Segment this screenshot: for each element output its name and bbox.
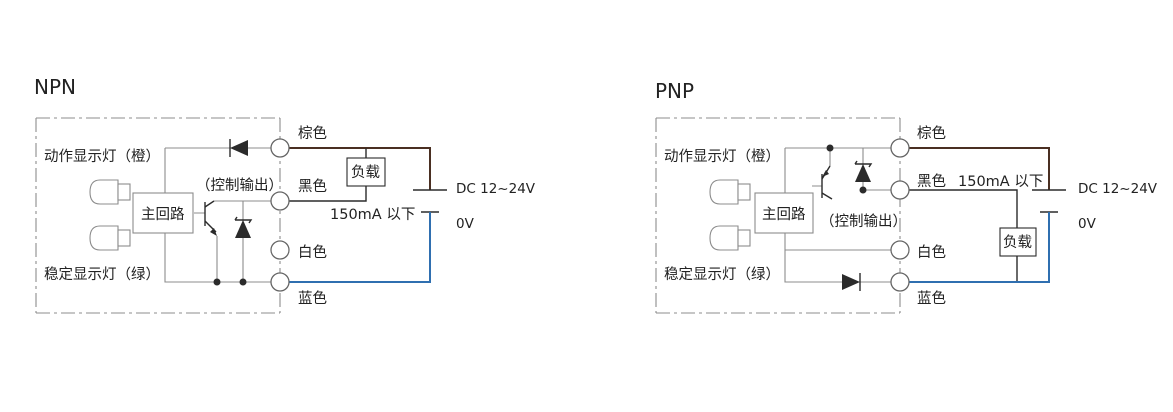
npn-battery-symbol (413, 189, 447, 213)
npn-junction-dot (239, 278, 247, 286)
pnp-blue-wire (909, 212, 1050, 283)
npn-zener-bar (234, 216, 253, 224)
pnp-terminal-brown (890, 138, 910, 158)
pnp-load-label: 负载 (1003, 234, 1032, 251)
npn-green-led-base (117, 229, 131, 247)
pnp-diode-symbol (842, 274, 860, 290)
npn-brown-label: 棕色 (298, 125, 327, 142)
pnp-junction-dot (859, 186, 867, 194)
npn-terminal-brown (270, 138, 290, 158)
npn-load-label: 负载 (351, 164, 380, 181)
npn-junction-dot (213, 278, 221, 286)
npn-orange-led-base (117, 183, 131, 201)
pnp-transistor-symbol (821, 165, 833, 200)
pnp-zero-volt-label: 0V (1078, 216, 1097, 232)
pnp-diagram: PNP 主回路 负载 (655, 79, 1158, 314)
pnp-green-led-base (737, 229, 751, 247)
pnp-orange-led-base (737, 183, 751, 201)
pnp-terminal-blue (890, 272, 910, 292)
pnp-load-box (999, 227, 1037, 257)
npn-title: NPN (34, 75, 76, 99)
pnp-junction-dot (826, 144, 834, 152)
npn-terminal-white (270, 240, 290, 260)
npn-zero-volt-label: 0V (456, 216, 475, 232)
pnp-main-circuit-box (754, 192, 814, 234)
npn-transistor-symbol (204, 200, 217, 236)
pnp-indicator-green-label: 稳定显示灯（绿） (664, 266, 780, 283)
pnp-indicator-orange-label: 动作显示灯（橙） (664, 148, 780, 165)
pnp-orange-led (709, 179, 739, 205)
npn-indicator-green-label: 稳定显示灯（绿） (44, 266, 160, 283)
npn-main-circuit-box (132, 192, 194, 234)
npn-diagram: NPN 主回路 负载 (34, 75, 536, 314)
pnp-zener-bar (854, 160, 873, 168)
npn-control-output-label: （控制输出） (196, 177, 283, 194)
npn-orange-led (89, 179, 119, 205)
npn-inner-wiring (164, 147, 280, 283)
pnp-main-circuit-label: 主回路 (762, 206, 806, 223)
npn-supply-label: DC 12~24V (456, 181, 536, 197)
pnp-title: PNP (655, 79, 694, 103)
pnp-black-wire (909, 189, 1018, 282)
npn-zener-symbol (235, 220, 251, 238)
npn-load-box (346, 157, 386, 187)
npn-main-circuit-label: 主回路 (141, 206, 185, 223)
pnp-terminal-black (890, 180, 910, 200)
pnp-control-output-label: （控制输出） (820, 213, 907, 230)
npn-black-wire (289, 148, 367, 202)
pnp-white-label: 白色 (917, 244, 946, 261)
npn-diode-symbol (230, 140, 248, 156)
npn-blue-wire (289, 212, 431, 283)
npn-white-label: 白色 (298, 244, 327, 261)
pnp-brown-wire (909, 147, 1050, 190)
npn-green-led (89, 225, 119, 251)
npn-brown-wire (289, 147, 431, 190)
pnp-blue-label: 蓝色 (917, 290, 946, 307)
npn-black-label: 黑色 (298, 178, 327, 195)
pnp-green-led (709, 225, 739, 251)
npn-terminal-blue (270, 272, 290, 292)
pnp-brown-label: 棕色 (917, 125, 946, 142)
pnp-zener-symbol (855, 164, 871, 182)
npn-current-label: 150mA 以下 (330, 207, 415, 223)
pnp-black-label: 黑色 (917, 173, 946, 190)
pnp-current-label: 150mA 以下 (958, 174, 1043, 190)
pnp-battery-symbol (1032, 189, 1066, 213)
pnp-terminal-white (890, 240, 910, 260)
npn-terminal-black (270, 191, 290, 211)
npn-blue-label: 蓝色 (298, 290, 327, 307)
pnp-supply-label: DC 12~24V (1078, 181, 1158, 197)
npn-indicator-orange-label: 动作显示灯（橙） (44, 148, 160, 165)
